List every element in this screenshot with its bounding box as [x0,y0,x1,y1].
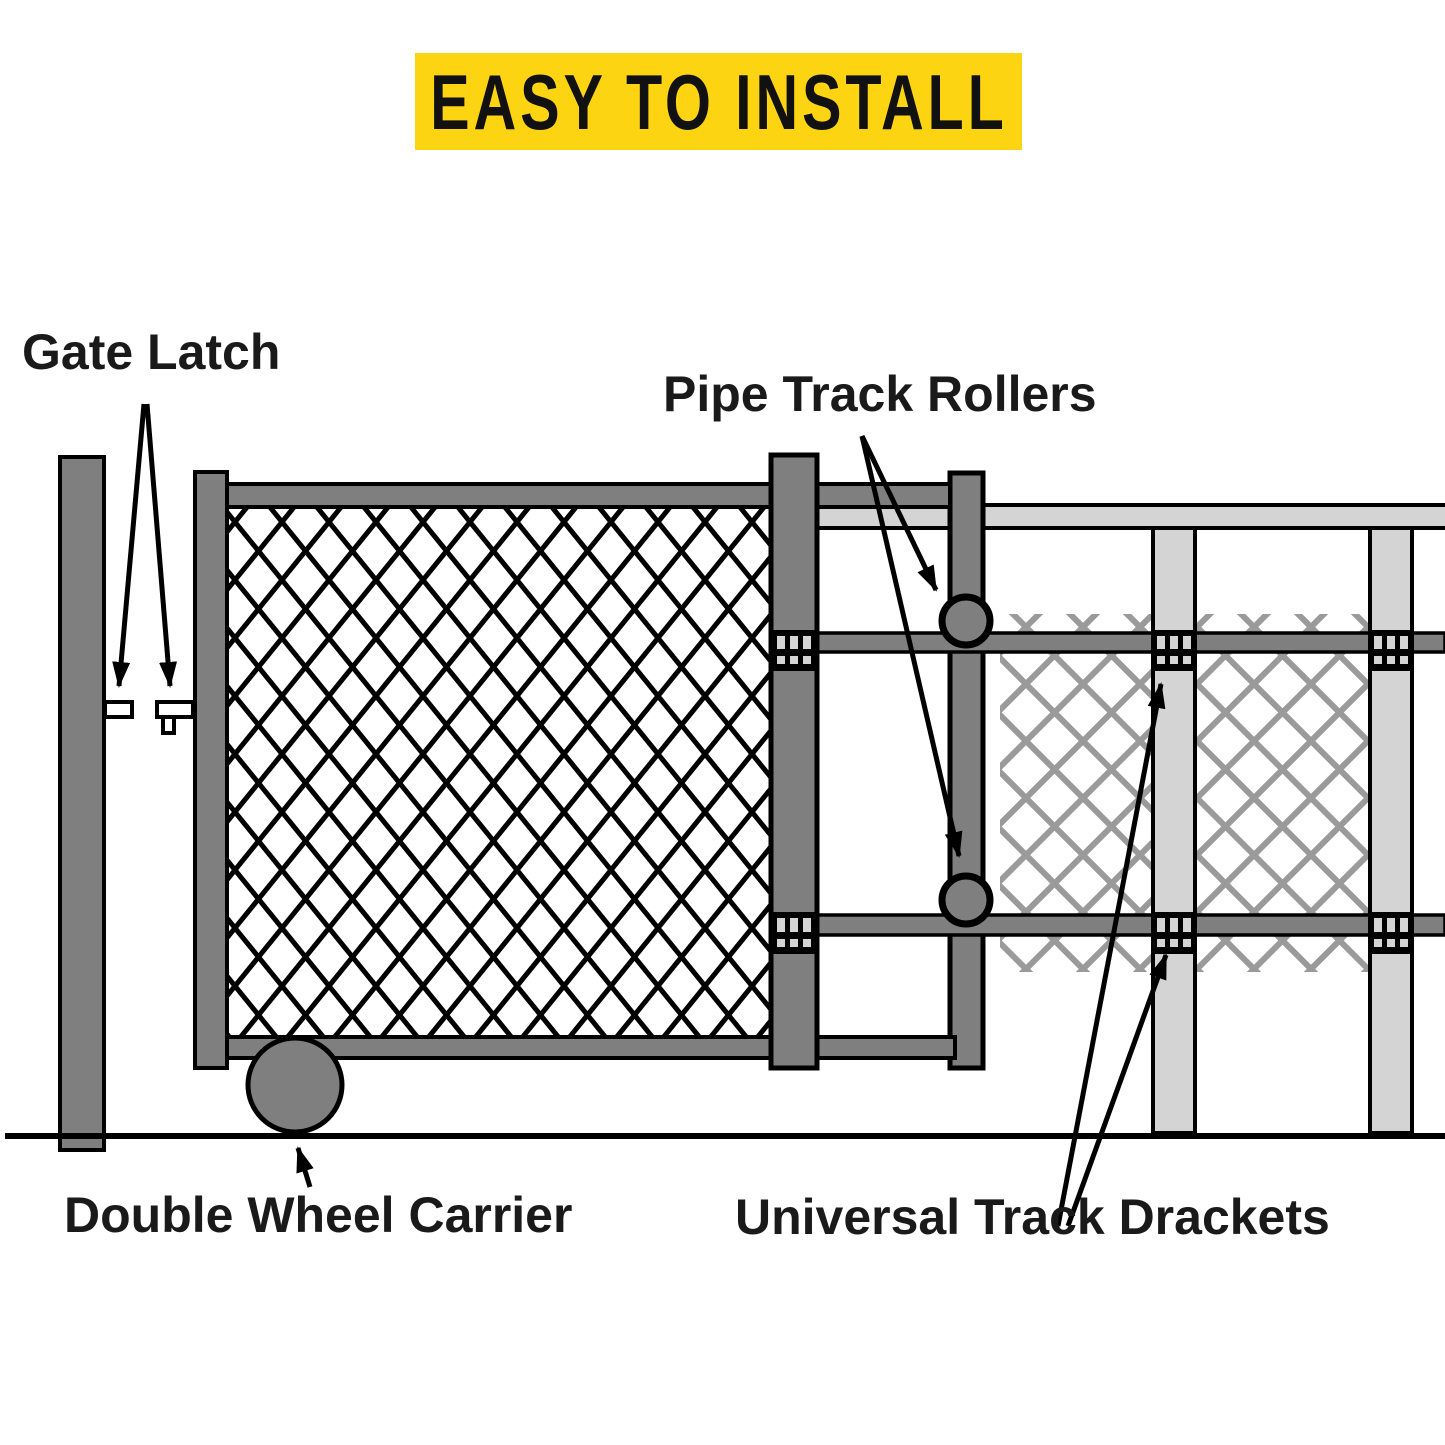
fence-post-2 [1368,526,1414,1135]
track-bracket-post1-lower [1151,912,1197,954]
double-wheel [245,1035,345,1135]
gate-latch-arrows [112,403,178,688]
label-gate-latch: Gate Latch [22,324,281,380]
double-wheel-carrier-arrow [295,1146,314,1188]
track-bracket-post1-upper [1151,630,1197,671]
gate-top-rail [225,482,952,509]
track-bracket-gate-middle-lower [771,912,817,954]
pipe-track-roller-top [938,593,994,649]
track-bracket-gate-middle-upper [771,630,817,671]
latch-boundary-post [58,455,106,1152]
pipe-track-middle-rail [788,631,1445,654]
label-double-wheel-carrier: Double Wheel Carrier [64,1187,573,1243]
universal-track-bracket-arrows [1055,682,1169,1227]
pipe-track-roller-arrows [859,434,963,858]
gate-middle-post [768,452,820,1071]
fence-post-1 [1151,526,1197,1135]
label-universal-track-drackets: Universal Track Drackets [735,1189,1330,1245]
pipe-track-roller-bottom [938,872,994,928]
title-text: EASY TO INSTALL [429,57,1008,146]
roller-carrier-post [947,470,986,1071]
gate-latch-hardware [103,700,195,735]
gate-left-post [193,470,229,1070]
track-bracket-post2-lower [1368,912,1414,954]
title-banner: EASY TO INSTALL [415,53,1022,150]
label-pipe-track-rollers: Pipe Track Rollers [663,366,1097,422]
gate-chainlink-mesh [227,507,771,1037]
track-bracket-post2-upper [1368,630,1414,671]
